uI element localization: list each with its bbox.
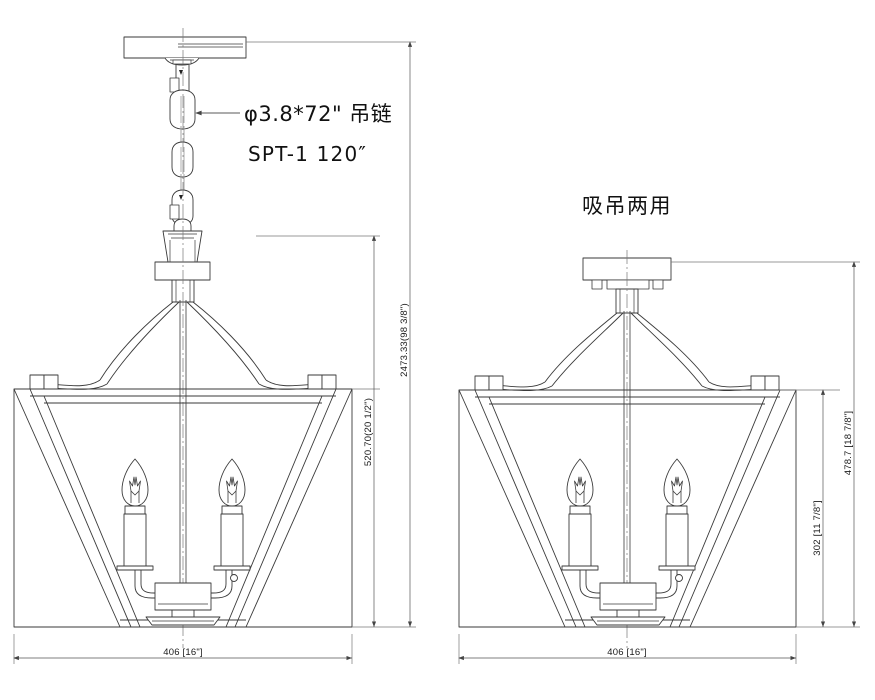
left-view-dimensions: 2473.33(98 3/8") 520.70(20 1/2") 406 [16… <box>13 41 416 664</box>
right-view-title: 吸吊两用 <box>582 194 672 218</box>
dim-overall-width-left <box>13 634 353 664</box>
right-view-dimensions: 478.7 [18 7/8"] 302 [11 7/8"] 406 [16"] <box>458 261 860 664</box>
cage-corner-caps-right <box>474 375 780 391</box>
dim-overall-height-left-text: 2473.33(98 3/8") <box>399 303 410 377</box>
hanging-chain <box>169 65 196 226</box>
ceiling-plate <box>123 36 247 66</box>
left-view-callouts: φ3.8*72" 吊链 SPT-1 120″ <box>195 102 392 166</box>
dim-body-height-left-text: 520.70(20 1/2") <box>363 398 374 466</box>
callout-cord-spec: SPT-1 120″ <box>248 142 367 166</box>
dim-cage-height-right-text: 302 [11 7/8"] <box>812 500 823 555</box>
dim-overall-width-right <box>458 634 797 664</box>
center-hub-finial <box>145 582 221 626</box>
socket-arms <box>134 570 238 599</box>
lantern-cage-right <box>458 389 797 628</box>
dim-overall-height-right-text: 478.7 [18 7/8"] <box>843 411 854 475</box>
left-fixture-drawing <box>13 28 353 648</box>
center-hub-finial-right <box>590 582 666 626</box>
center-rod-right <box>623 250 631 648</box>
dim-overall-width-right-text: 406 [16"] <box>607 647 647 658</box>
dim-overall-width-left-text: 406 [16"] <box>163 647 203 658</box>
callout-chain-spec: φ3.8*72" 吊链 <box>244 102 392 126</box>
upper-finial <box>154 218 211 303</box>
right-fixture-drawing <box>458 250 797 648</box>
socket-arms-right <box>579 570 683 599</box>
center-rod <box>179 28 187 648</box>
